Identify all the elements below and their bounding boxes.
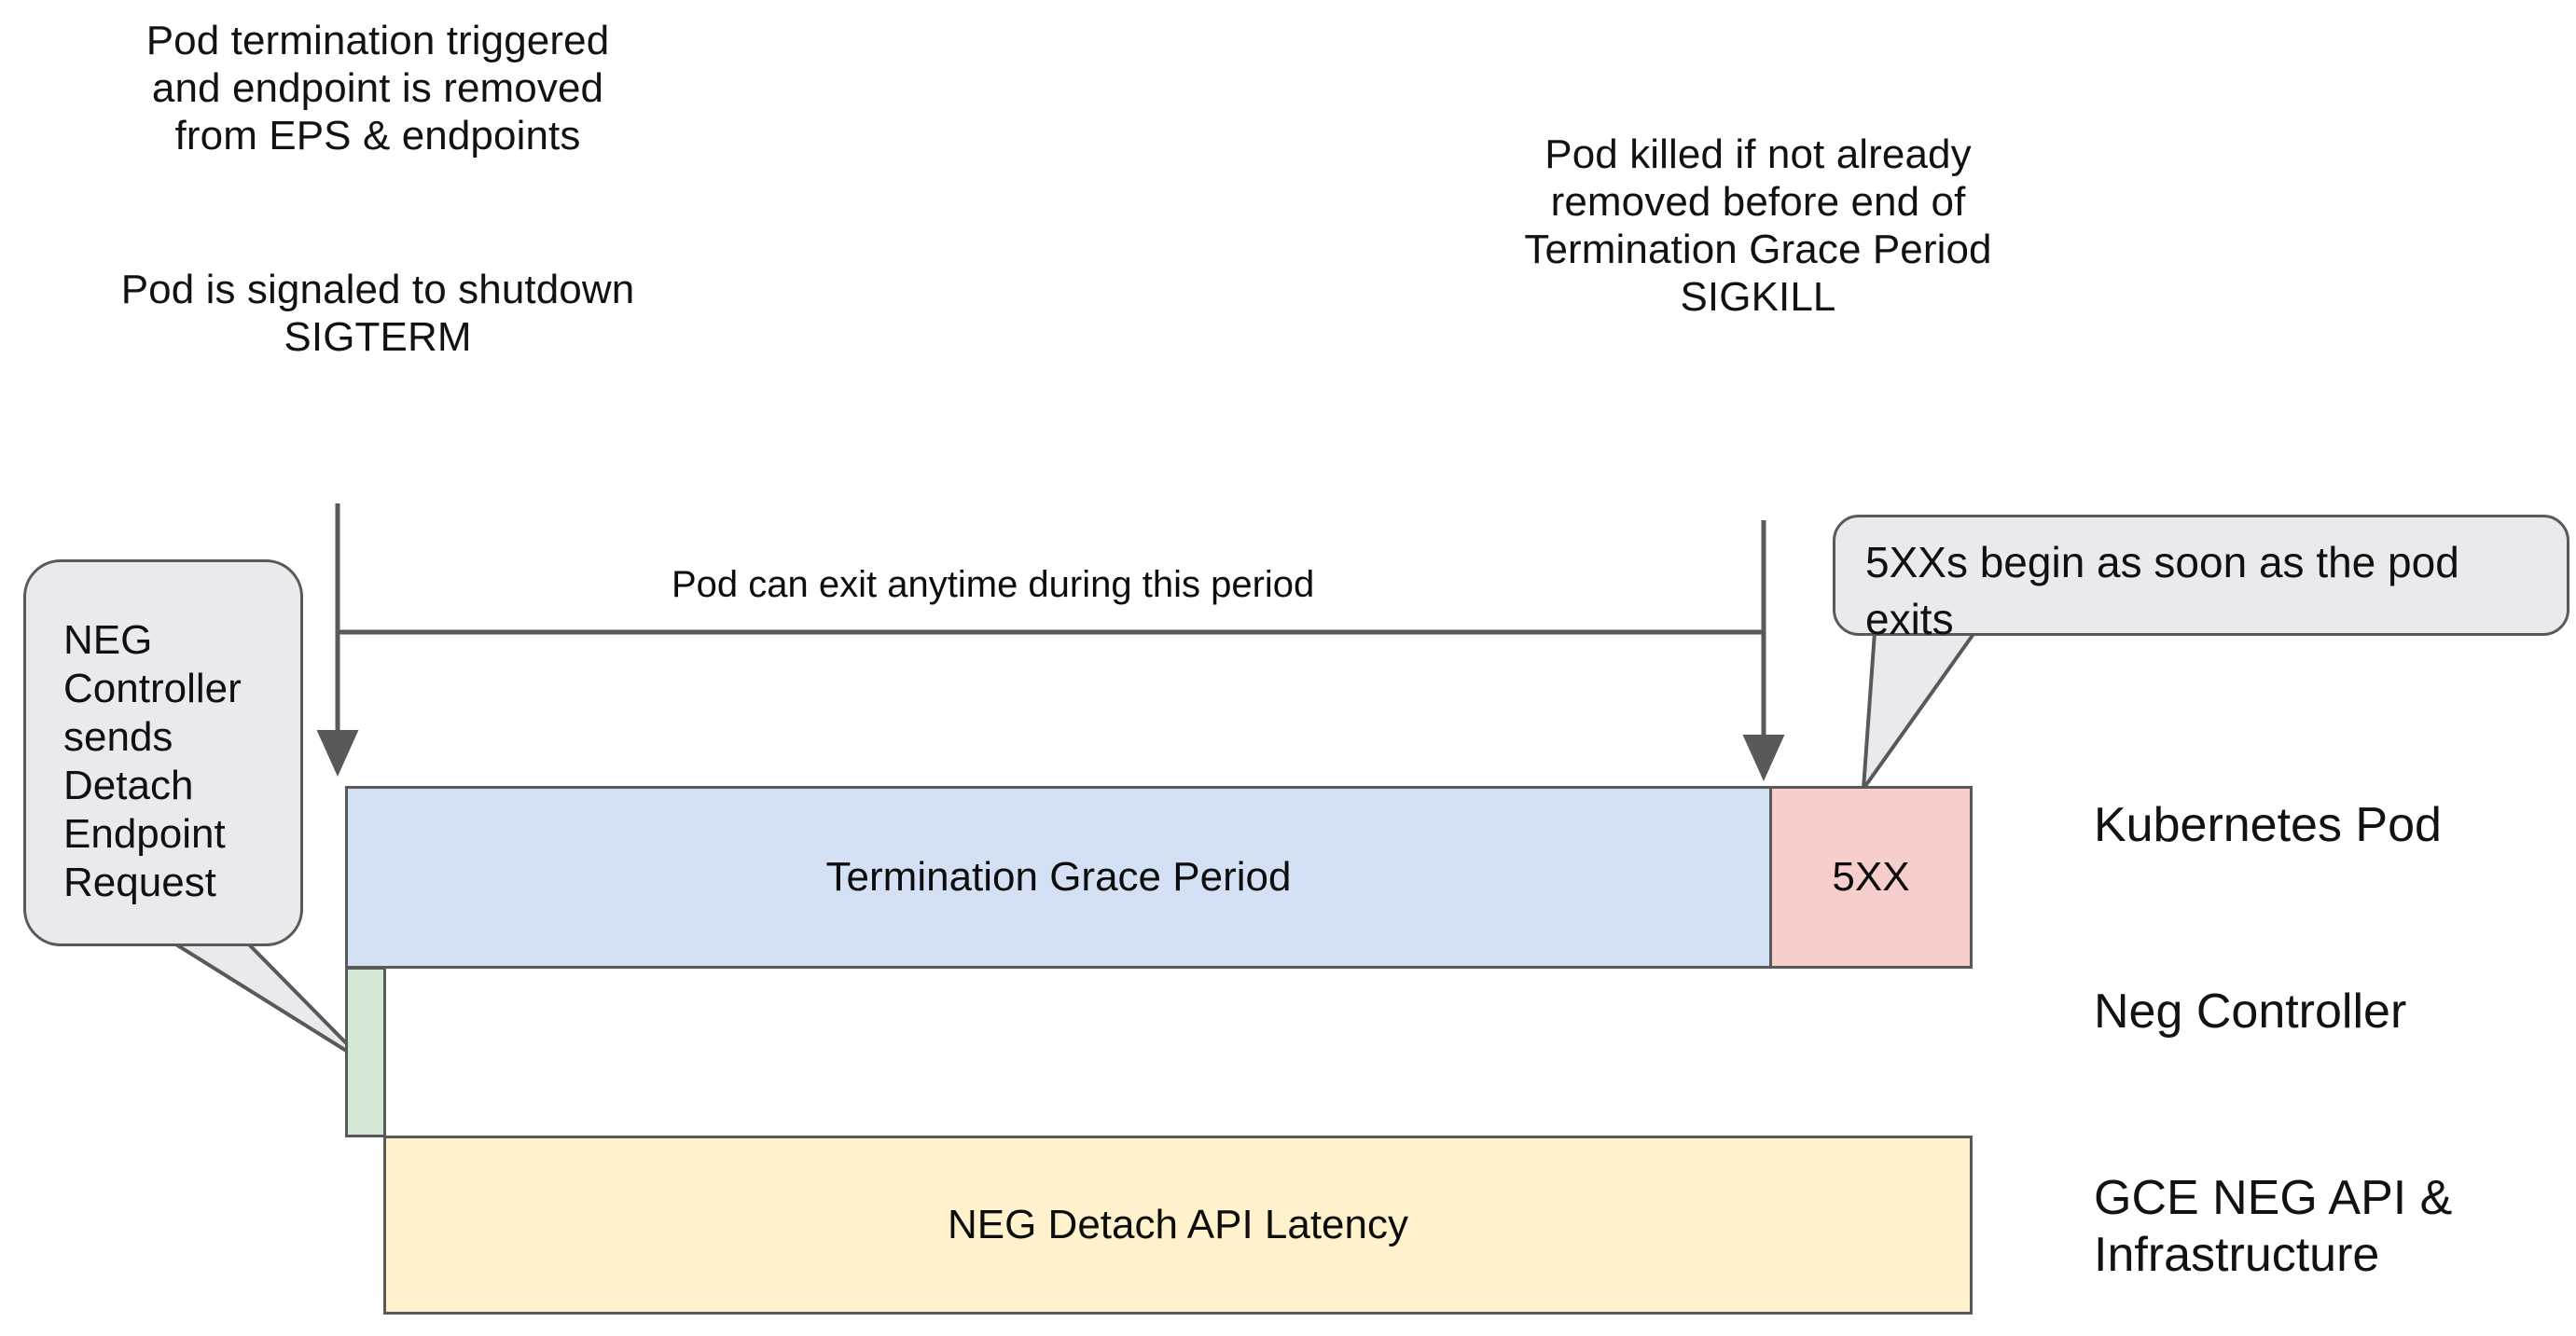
callout-neg-controller-detach[interactable]: NEG Controller sends Detach Endpoint Req…: [23, 559, 303, 946]
bar-5xx-label: 5XX: [1832, 853, 1910, 900]
lane-label-neg-controller: Neg Controller: [2094, 985, 2407, 1039]
lane-label-kubernetes-pod: Kubernetes Pod: [2094, 798, 2442, 852]
bar-neg-detach-request[interactable]: [345, 967, 386, 1137]
5xx-callout-tail: [1862, 630, 1975, 791]
note-pod-killed-sigkill: Pod killed if not already removed before…: [1524, 131, 1992, 321]
bar-5xx[interactable]: 5XX: [1769, 786, 1973, 969]
callout-5xx-begin[interactable]: 5XXs begin as soon as the pod exits: [1833, 515, 2569, 643]
note-pod-signaled-shutdown: Pod is signaled to shutdown SIGTERM: [120, 267, 635, 361]
callout-5xx-begin-text: 5XXs begin as soon as the pod exits: [1865, 538, 2459, 643]
neg-callout-tail: [155, 930, 367, 1065]
bar-neg-detach-api-latency[interactable]: NEG Detach API Latency: [383, 1136, 1973, 1315]
bar-neg-detach-api-latency-label: NEG Detach API Latency: [947, 1201, 1409, 1247]
lane-label-gce-neg-api: GCE NEG API & Infrastructure: [2094, 1171, 2453, 1283]
callout-neg-controller-detach-text: NEG Controller sends Detach Endpoint Req…: [63, 617, 242, 905]
period-caption: Pod can exit anytime during this period: [672, 564, 1315, 605]
bar-termination-grace-period[interactable]: Termination Grace Period: [345, 786, 1772, 969]
bar-termination-grace-period-label: Termination Grace Period: [825, 853, 1292, 900]
note-pod-termination-triggered: Pod termination triggered and endpoint i…: [145, 18, 610, 159]
